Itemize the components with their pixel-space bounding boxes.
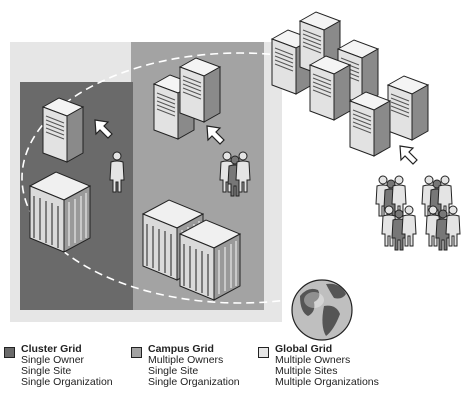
campus-grid-swatch <box>131 347 142 358</box>
server-icon <box>349 91 391 157</box>
legend-line: Single Site <box>21 365 72 377</box>
server-icon <box>387 75 429 141</box>
legend-line: Multiple Owners <box>148 354 224 366</box>
legend-line: Single Owner <box>21 354 85 366</box>
server-icon <box>42 97 84 163</box>
server-icon <box>309 55 351 121</box>
legend-title: Campus Grid <box>148 343 214 355</box>
legend-line: Single Organization <box>21 376 113 388</box>
global-grid-swatch <box>258 347 269 358</box>
legend-line: Multiple Owners <box>275 354 351 366</box>
legend: Cluster Grid Single Owner Single Site Si… <box>0 344 474 418</box>
legend-line: Single Organization <box>148 376 240 388</box>
legend-line: Multiple Sites <box>275 365 338 377</box>
cluster-grid-swatch <box>4 347 15 358</box>
legend-title: Cluster Grid <box>21 343 82 355</box>
building-icon <box>179 219 241 301</box>
legend-title: Global Grid <box>275 343 333 355</box>
building-icon <box>29 171 91 253</box>
person-icon <box>401 205 417 247</box>
legend-line: Single Site <box>148 365 199 377</box>
globe-icon <box>291 279 353 341</box>
grid-diagram <box>10 11 461 341</box>
arrow-icon <box>399 145 418 165</box>
legend-line: Multiple Organizations <box>275 376 379 388</box>
network-ring <box>21 52 459 304</box>
server-icon <box>179 57 221 123</box>
